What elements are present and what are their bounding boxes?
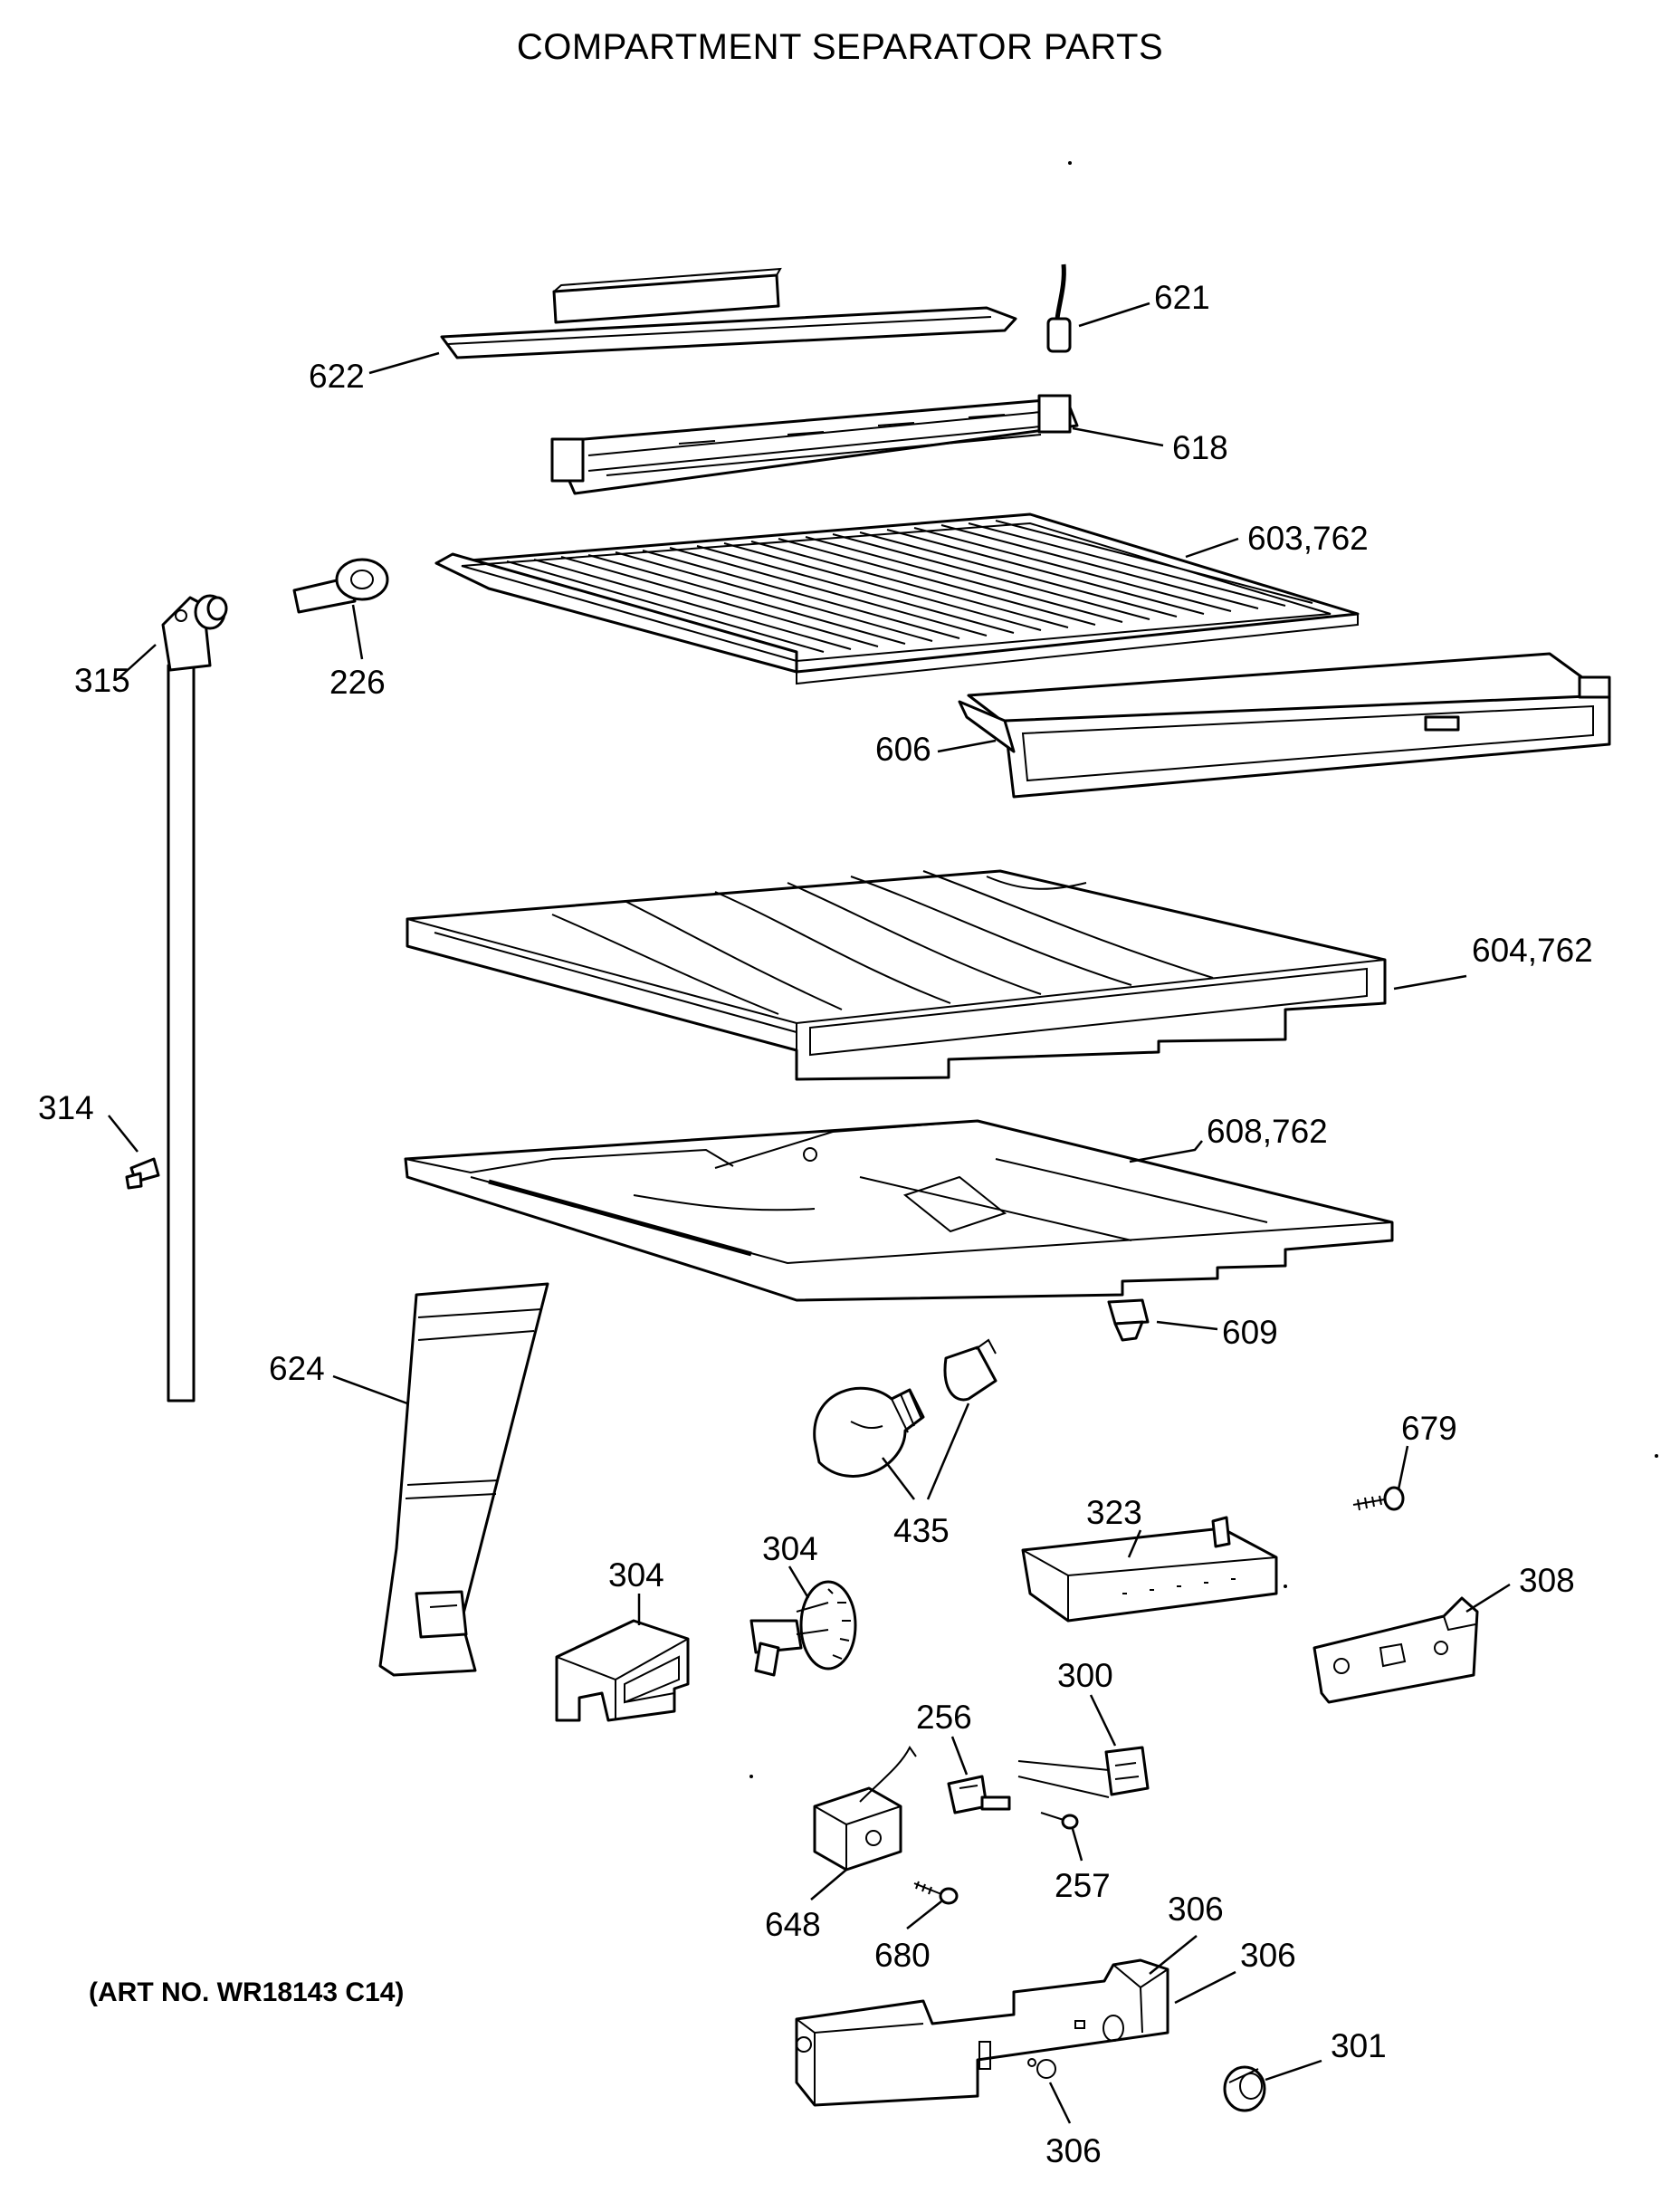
callout-306-bottom: 306 [1045, 2132, 1102, 2169]
callout-603-762: 603,762 [1247, 520, 1369, 557]
part-300-switch [1017, 1746, 1150, 1798]
part-622-duct-cover [440, 267, 1017, 359]
part-304-housing [555, 1619, 690, 1722]
callout-304-housing: 304 [608, 1556, 664, 1594]
callout-604-762: 604,762 [1472, 932, 1593, 969]
callout-679: 679 [1401, 1410, 1457, 1447]
callout-323: 323 [1086, 1494, 1142, 1531]
part-624-duct [378, 1282, 549, 1677]
part-301-knob [1223, 2065, 1266, 2112]
part-314-clip [125, 1157, 160, 1190]
callout-606: 606 [875, 731, 931, 768]
callout-308: 308 [1519, 1562, 1575, 1599]
callout-226: 226 [329, 664, 386, 701]
part-680-screw [913, 1881, 959, 1905]
callout-labels: 621 622 618 603,762 315 226 606 604,762 … [38, 279, 1593, 2169]
callout-648: 648 [765, 1906, 821, 1943]
callout-618: 618 [1172, 429, 1228, 466]
part-308-bracket-plate [1312, 1596, 1479, 1704]
part-621-grommet [1046, 263, 1072, 353]
leader-lines [108, 302, 1511, 2124]
callout-300: 300 [1057, 1657, 1113, 1694]
callout-314: 314 [38, 1089, 94, 1126]
callout-435: 435 [893, 1512, 950, 1549]
part-306-housing [795, 1958, 1169, 2107]
callout-257: 257 [1055, 1867, 1111, 1904]
part-609-clip [1107, 1298, 1150, 1342]
part-304-thermostat [749, 1580, 857, 1677]
part-226-sleeve [292, 558, 389, 614]
part-608-lower-cover [404, 1119, 1394, 1302]
part-323-bracket [1021, 1516, 1278, 1623]
part-679-screw [1352, 1486, 1405, 1511]
part-315-control-rod [161, 594, 228, 1403]
page-title: COMPARTMENT SEPARATOR PARTS [516, 27, 1164, 67]
part-648-relay [813, 1746, 917, 1872]
callout-624: 624 [269, 1350, 325, 1387]
callout-622: 622 [309, 358, 365, 395]
stray-dots [749, 161, 1658, 1778]
callout-621: 621 [1154, 279, 1210, 316]
part-257-screw [1040, 1812, 1079, 1830]
callout-609: 609 [1222, 1314, 1278, 1351]
callout-306-top: 306 [1168, 1891, 1224, 1928]
callout-256: 256 [916, 1699, 972, 1736]
part-603-wire-shelf [434, 512, 1360, 685]
callout-301: 301 [1331, 2027, 1387, 2064]
art-number: (ART NO. WR18143 C14) [89, 1977, 405, 2007]
part-604-shelf-cover [406, 869, 1387, 1081]
part-618-vent-frame [550, 394, 1079, 495]
callout-608-762: 608,762 [1207, 1113, 1328, 1150]
part-256-switch [947, 1775, 1011, 1814]
callout-304-thermostat: 304 [762, 1530, 818, 1567]
part-606-crisper-front [958, 652, 1611, 799]
part-435-lamp-and-socket [813, 1338, 998, 1478]
callout-306-right: 306 [1240, 1937, 1296, 1974]
callout-680: 680 [874, 1937, 931, 1974]
callout-315: 315 [74, 662, 130, 699]
